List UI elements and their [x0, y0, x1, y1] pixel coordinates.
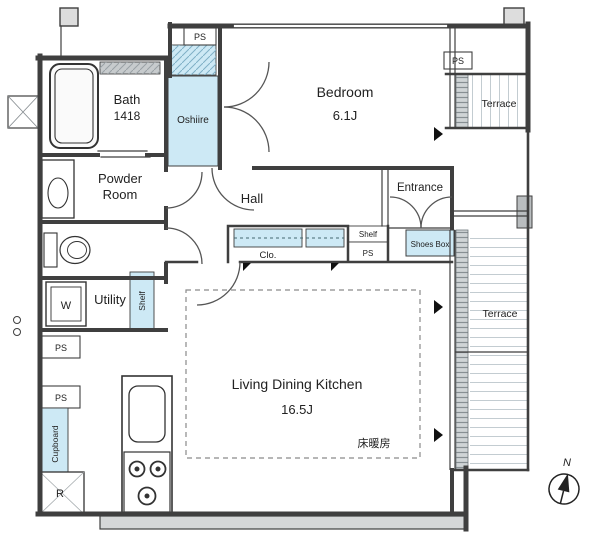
ldk-size-label: 16.5J — [281, 402, 313, 417]
floor-heating-label: 床暖房 — [358, 436, 391, 450]
stove — [123, 451, 171, 513]
utility-label: Utility — [94, 292, 126, 307]
entrance-door-right — [420, 196, 453, 229]
entrance-door-left — [389, 196, 422, 229]
washing-machine — [45, 281, 87, 327]
windows — [449, 28, 456, 470]
fridge-label: R — [56, 488, 64, 500]
closet-stop-marker-icon — [243, 263, 251, 271]
hall-label: Hall — [241, 191, 264, 206]
right-wall-block — [516, 195, 533, 229]
fixtures — [39, 61, 173, 515]
opening-marker-icon — [434, 300, 443, 314]
window-markers — [243, 127, 443, 442]
bath-size-label: 1418 — [114, 109, 141, 123]
bathtub — [49, 63, 99, 149]
ps-left-lower-label: PS — [55, 393, 67, 403]
north-compass-icon: N — [548, 457, 580, 505]
ps-label-top-right: PS — [452, 56, 464, 66]
bedroom-label: Bedroom — [317, 84, 374, 100]
bedroom-door — [211, 167, 255, 211]
oshiire-door-upper — [223, 61, 270, 108]
ldk-window — [449, 230, 456, 470]
ps-box-top-right — [443, 51, 473, 70]
bath-label: Bath — [114, 92, 141, 107]
shelf-mid-label: Shelf — [359, 230, 378, 239]
floor-heating-zone — [185, 289, 421, 459]
closet-hanger-left — [233, 228, 303, 248]
wash-basin — [47, 177, 69, 209]
powder-room-label-2: Room — [103, 187, 138, 202]
compass-north-label: N — [563, 457, 571, 469]
opening-marker-icon — [434, 127, 443, 141]
shoes-box — [405, 229, 455, 257]
oshiire-door-lower — [223, 106, 270, 153]
exterior-structure — [7, 7, 533, 530]
terrace-right-label: Terrace — [482, 308, 517, 320]
meter-icon — [13, 328, 21, 336]
powder-room-door — [165, 171, 203, 209]
room-labels: Bath 1418 Oshiire Bedroom 6.1J PS PS Ter… — [50, 32, 518, 500]
oshiire-label: Oshiire — [177, 115, 209, 126]
entrance-label: Entrance — [397, 182, 443, 194]
storage-elements — [41, 27, 473, 481]
bottom-wall-band — [99, 515, 467, 530]
powder-room-label-1: Powder — [98, 171, 143, 186]
ps-mid-label: PS — [363, 249, 374, 258]
utility-shelf-label: Shelf — [137, 291, 147, 311]
ps-left-upper-label: PS — [55, 343, 67, 353]
meter-icon — [13, 316, 21, 324]
terrace-top-label: Terrace — [481, 98, 516, 110]
bedroom-size-label: 6.1J — [333, 108, 358, 123]
terrace-areas — [455, 73, 528, 471]
doors — [165, 61, 453, 306]
toilet-door — [165, 227, 203, 265]
bedroom-window — [449, 28, 456, 128]
closet-label: Clo. — [260, 250, 277, 261]
ldk-door — [196, 261, 241, 306]
opening-marker-icon — [434, 428, 443, 442]
cupboard-label: Cupboard — [50, 425, 60, 463]
ldk-label: Living Dining Kitchen — [232, 376, 363, 392]
kitchen-sink — [128, 385, 166, 443]
toilet-bowl — [59, 235, 91, 265]
ps-label-top: PS — [194, 32, 206, 42]
washer-label: W — [61, 300, 72, 312]
shoes-box-label: Shoes Box — [411, 240, 450, 249]
toilet-tank — [43, 232, 58, 268]
terrace-top-deck — [470, 75, 528, 128]
closet-stop-marker-icon — [331, 263, 339, 271]
walls — [35, 21, 531, 532]
terrace-right-deck — [470, 230, 528, 470]
